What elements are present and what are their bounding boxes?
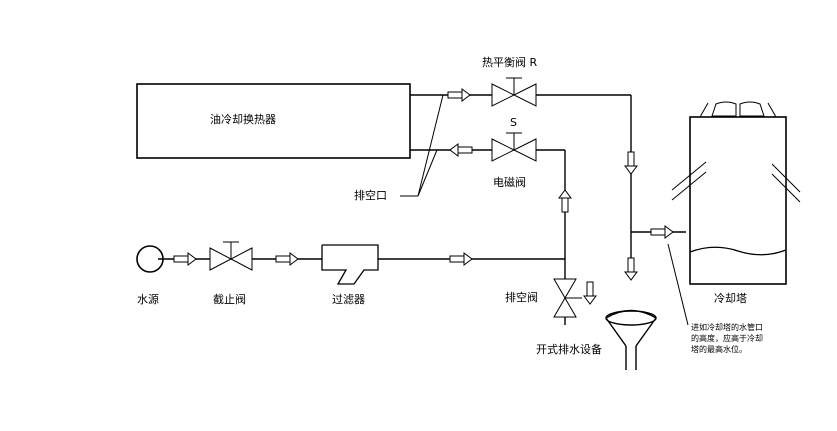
note-line-2: 的高度，应高于冷却 bbox=[691, 333, 763, 343]
flow-arrow-vent bbox=[583, 281, 597, 305]
water-source: 水源 bbox=[136, 245, 164, 306]
solenoid-valve-label: 电磁阀 bbox=[493, 175, 526, 189]
solenoid-valve-tag: S bbox=[510, 116, 517, 129]
vent-port-label: 排空口 bbox=[354, 188, 387, 202]
flow-arrow-out bbox=[447, 88, 471, 102]
flow-arrow-source bbox=[173, 252, 197, 266]
open-drain-device: 开式排水设备 bbox=[536, 309, 657, 370]
flow-arrow-return bbox=[624, 151, 638, 175]
solenoid-valve: S 电磁阀 bbox=[491, 116, 537, 189]
flow-arrow-riser bbox=[558, 189, 572, 213]
water-source-label: 水源 bbox=[137, 292, 159, 306]
thermal-balance-valve: 热平衡阀 R bbox=[482, 55, 537, 107]
flow-arrow-drain bbox=[624, 257, 638, 281]
cooling-tower-label: 冷却塔 bbox=[714, 292, 747, 305]
drain-valve: 排空阀 bbox=[505, 278, 582, 318]
open-drain-device-label: 开式排水设备 bbox=[536, 342, 602, 356]
vent-port: 排空口 bbox=[354, 94, 444, 202]
heat-exchanger: 油冷却换热器 bbox=[136, 83, 411, 159]
thermal-balance-valve-label: 热平衡阀 R bbox=[482, 55, 537, 69]
filter: 过滤器 bbox=[321, 244, 379, 306]
inlet-height-note: 进如冷却塔的水管口 的高度，应高于冷却 塔的最高水位。 bbox=[667, 243, 763, 354]
note-line-1: 进如冷却塔的水管口 bbox=[691, 322, 763, 332]
flow-arrow-tower bbox=[650, 225, 674, 239]
stop-valve-label: 截止阀 bbox=[213, 292, 246, 306]
note-line-3: 塔的最高水位。 bbox=[691, 344, 747, 354]
filter-label: 过滤器 bbox=[332, 293, 365, 306]
return-line bbox=[410, 94, 686, 258]
stop-valve: 截止阀 bbox=[209, 241, 253, 306]
cooling-tower: 冷却塔 bbox=[671, 101, 801, 305]
drain-valve-label: 排空阀 bbox=[505, 290, 538, 304]
flow-arrow-in bbox=[449, 143, 473, 157]
flow-arrow-filter bbox=[275, 252, 299, 266]
flow-arrow-supply bbox=[449, 252, 473, 266]
heat-exchanger-label: 油冷却换热器 bbox=[210, 112, 276, 126]
